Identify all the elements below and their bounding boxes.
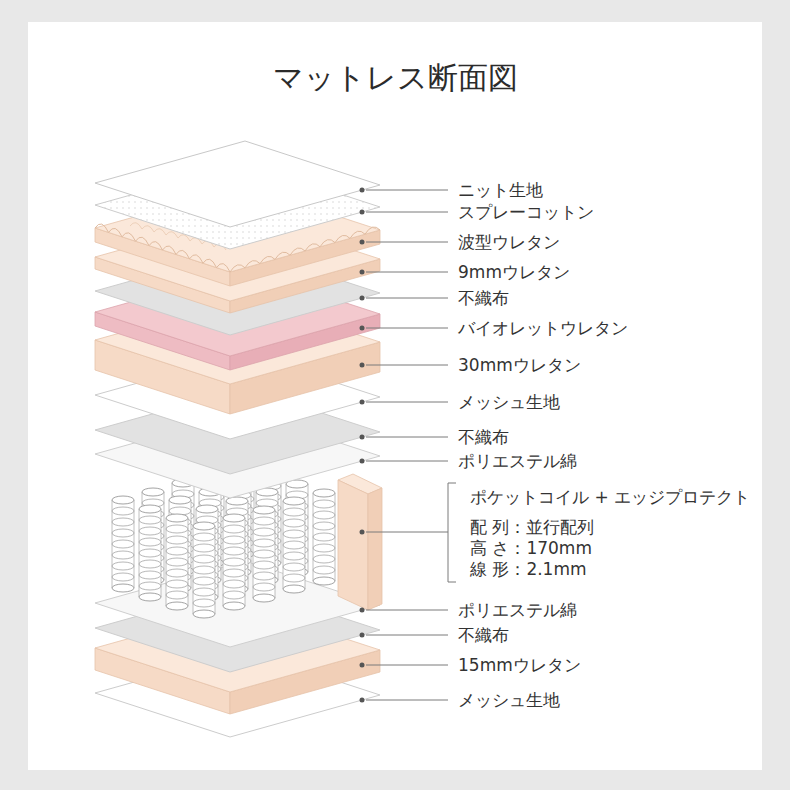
- layer-label: ニット生地: [458, 180, 543, 200]
- layer-label: メッシュ生地: [458, 690, 560, 710]
- layer-label: バイオレットウレタン: [458, 318, 628, 338]
- layer-label: ポケットコイル + エッジプロテクト: [470, 487, 750, 507]
- diagram-title: マットレス断面図: [0, 60, 790, 96]
- layer-label: ポリエステル綿: [458, 600, 577, 620]
- layer-label: 不織布: [458, 288, 509, 308]
- leader-lines: [360, 188, 457, 703]
- spec-text: 高 さ：170mm: [470, 538, 592, 558]
- layer-label: 不織布: [458, 625, 509, 645]
- layer-label: 波型ウレタン: [458, 232, 560, 252]
- spec-text: 配 列：並行配列: [470, 517, 594, 537]
- layer-label: 不織布: [458, 427, 509, 447]
- layer-label: メッシュ生地: [458, 392, 560, 412]
- layer-label: 9mmウレタン: [458, 262, 570, 282]
- layer-label: 30mmウレタン: [458, 355, 581, 375]
- layer-label: ポリエステル綿: [458, 451, 577, 471]
- spec-text: 線 形：2.1mm: [470, 559, 587, 579]
- layer-label: 15mmウレタン: [458, 655, 581, 675]
- layer-label: スプレーコットン: [458, 202, 594, 222]
